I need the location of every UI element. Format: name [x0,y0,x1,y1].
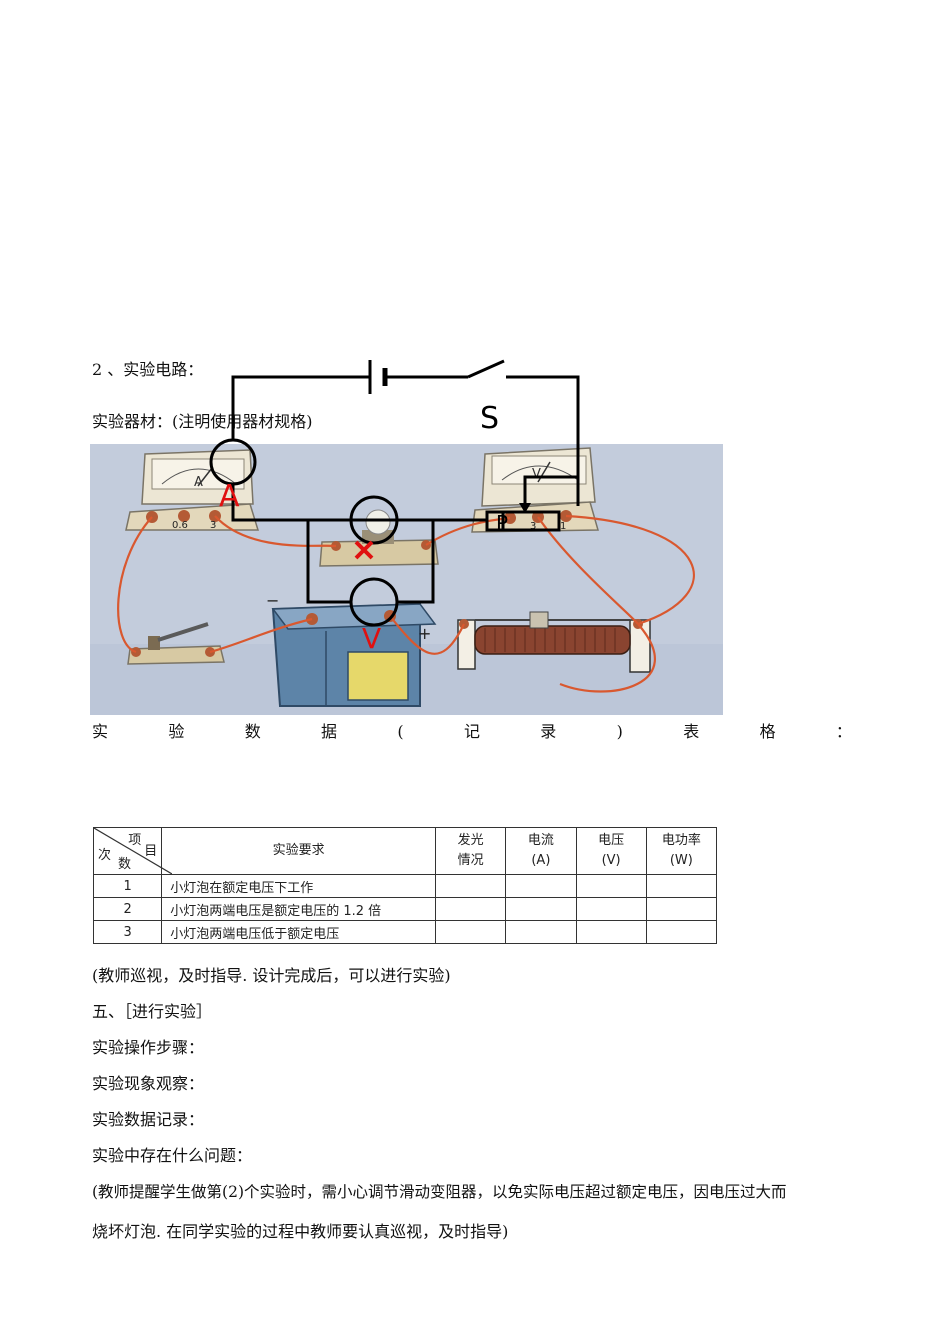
header-voltage: 电压(V) [575,827,647,875]
header-power: 电功率(W) [645,827,718,875]
lab-equipment-illustration: A 0.6 3 V 3 1 − + [90,444,723,715]
step-recording: 实验数据记录： [92,1110,205,1129]
switch-label-s: S [480,401,499,436]
row-number: 2 [92,897,163,921]
ammeter-face-label: A [194,475,203,490]
ammeter-terminal-3: 3 [210,520,216,531]
cell-current[interactable] [505,874,577,898]
knife-switch-device [127,622,225,665]
step-observation: 实验现象观察： [92,1074,205,1093]
voltmeter-device: V 3 1 [471,447,599,533]
switch-blade [467,359,505,379]
table-row: 1 小灯泡在额定电压下工作 [92,874,718,898]
row-number: 3 [92,920,163,944]
table-corner-cell: 项 目 次 数 [92,827,172,875]
battery-minus-sign: − [266,591,279,610]
cell-power[interactable] [645,897,718,921]
table-row: 3 小灯泡两端电压低于额定电压 [92,920,718,944]
step-operations: 实验操作步骤： [92,1038,205,1057]
section-heading-circuit: 2 、实验电路： [92,360,204,379]
ammeter-device: A 0.6 3 [125,449,260,531]
step-issues: 实验中存在什么问题： [92,1146,253,1165]
row-requirement: 小灯泡两端电压低于额定电压 [161,920,437,944]
row-requirement: 小灯泡在额定电压下工作 [161,874,437,898]
voltmeter-face-label: V [532,467,541,482]
battery-plus-sign: + [418,624,431,643]
cell-voltage[interactable] [575,874,647,898]
cell-current[interactable] [505,920,577,944]
data-table-caption: 实 验 数 据 ( 记 录 ) 表 格 ： [92,722,852,741]
teacher-reminder-line2: 烧坏灯泡. 在同学实验的过程中教师要认真巡视，及时指导) [92,1222,509,1241]
rheostat-device [457,611,651,673]
cell-power[interactable] [645,920,718,944]
battery-device: − + [266,591,437,707]
cell-current[interactable] [505,897,577,921]
voltmeter-terminal-1: 1 [560,521,566,532]
cell-power[interactable] [645,874,718,898]
corner-diagonal-icon [94,828,172,874]
teacher-reminder-line1: (教师提醒学生做第(2)个实验时，需小心调节滑动变阻器，以免实际电压超过额定电压… [92,1183,787,1201]
ammeter-terminal-06: 0.6 [172,520,188,531]
table-header-row: 项 目 次 数 实验要求 发光情况 电流(A) 电压(V) 电功率(W) [92,827,718,875]
cell-light[interactable] [435,874,507,898]
header-requirement: 实验要求 [161,827,437,875]
header-light: 发光情况 [435,827,507,875]
teacher-note: (教师巡视，及时指导. 设计完成后，可以进行实验) [92,966,451,985]
cell-voltage[interactable] [575,897,647,921]
voltmeter-terminal-3: 3 [530,521,536,532]
cell-light[interactable] [435,897,507,921]
table-row: 2 小灯泡两端电压是额定电压的 1.2 倍 [92,897,718,921]
row-requirement: 小灯泡两端电压是额定电压的 1.2 倍 [161,897,437,921]
section5-heading: 五、［进行实验］ [92,1002,213,1021]
row-number: 1 [92,874,163,898]
equipment-line: 实验器材：(注明使用器材规格) [92,412,313,431]
cell-voltage[interactable] [575,920,647,944]
cell-light[interactable] [435,920,507,944]
header-current: 电流(A) [505,827,577,875]
experiment-data-table: 项 目 次 数 实验要求 发光情况 电流(A) 电压(V) 电功率(W) 1 小… [92,827,718,944]
